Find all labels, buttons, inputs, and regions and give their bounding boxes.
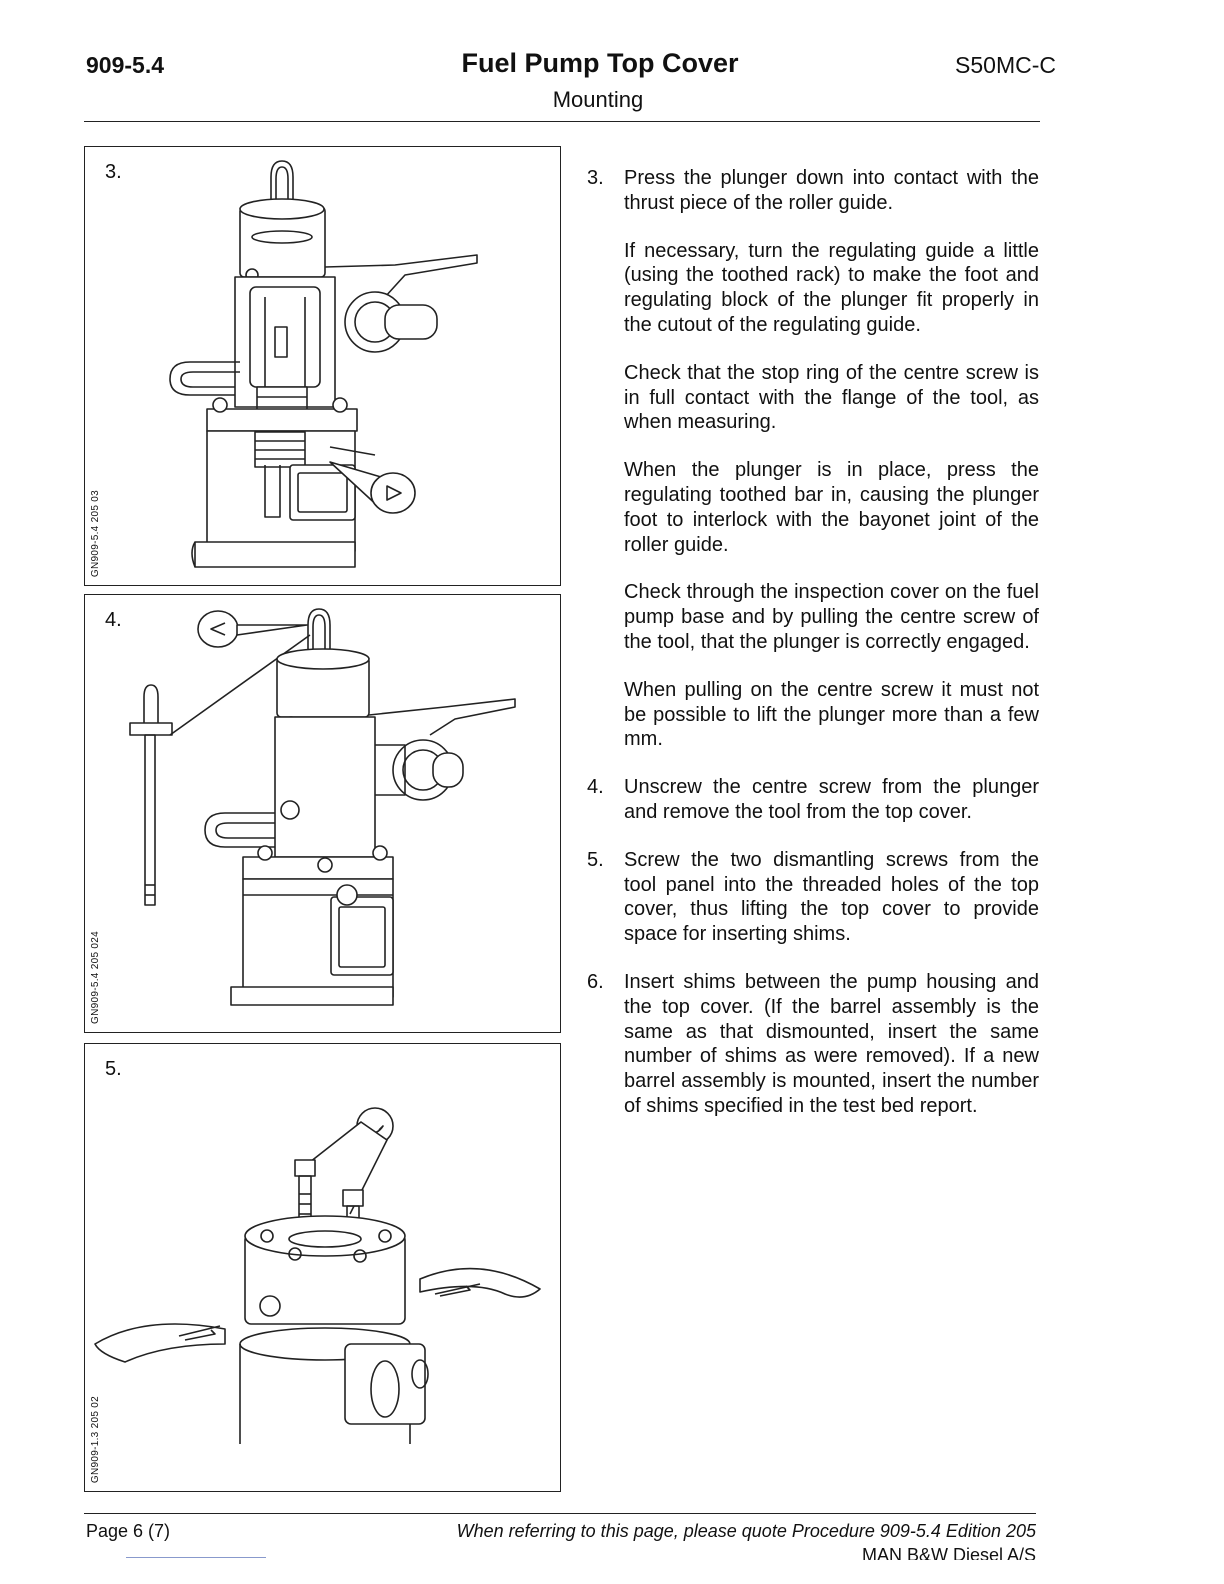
- figure-code: GN909-5.4 205 03: [90, 489, 101, 577]
- step-number: 4.: [587, 776, 604, 799]
- step-3: 3. Press the plunger down into contact w…: [587, 166, 1039, 752]
- step-paragraph: Press the plunger down into contact with…: [624, 167, 1039, 214]
- engine-type: S50MC-C: [955, 52, 1056, 78]
- figure-code: GN909-1.3 205 02: [90, 1395, 101, 1483]
- step-4: 4. Unscrew the centre screw from the plu…: [587, 775, 1039, 825]
- figure-5-drawing: [94, 1107, 541, 1444]
- step-paragraph: Check that the stop ring of the centre s…: [624, 361, 1039, 434]
- step-paragraph: Screw the two dismantling screws from th…: [624, 848, 1039, 946]
- step-paragraph: Check through the inspection cover on th…: [624, 581, 1039, 653]
- procedure-steps: 3. Press the plunger down into contact w…: [587, 166, 1039, 1142]
- figure-number: 5.: [105, 1058, 122, 1080]
- procedure-number: 909-5.4: [86, 52, 165, 78]
- figure-3-drawing: [169, 160, 478, 568]
- step-number: 6.: [587, 970, 604, 993]
- footer-reference: When referring to this page, please quot…: [456, 1521, 1036, 1541]
- figure-4-drawing: [129, 608, 516, 1006]
- step-paragraph: Unscrew the centre screw from the plunge…: [624, 776, 1039, 823]
- step-paragraph: When the plunger is in place, press the …: [624, 459, 1039, 556]
- header-divider: [84, 121, 1040, 122]
- step-paragraph: Insert shims between the pump housing an…: [624, 970, 1039, 1117]
- step-number: 5.: [587, 848, 604, 871]
- step-number: 3.: [587, 167, 604, 189]
- step-5: 5. Screw the two dismantling screws from…: [587, 848, 1039, 947]
- figure-3: 3. GN909-5.4 205 03: [84, 146, 561, 586]
- figure-4: 4. GN909-5.4 205 024: [84, 594, 561, 1033]
- step-6: 6. Insert shims between the pump housing…: [587, 970, 1039, 1119]
- page-subtitle: Mounting: [552, 87, 644, 112]
- step-paragraph: If necessary, turn the regulating guide …: [624, 239, 1039, 336]
- footer-divider: [84, 1513, 1036, 1514]
- figure-5: 5. GN909-1.3 205 02: [84, 1043, 561, 1492]
- footer-mark: [126, 1557, 266, 1558]
- figure-number: 4.: [105, 609, 122, 631]
- page-title: Fuel Pump Top Cover: [461, 48, 739, 78]
- figure-number: 3.: [105, 161, 122, 183]
- company-name: MAN B&W Diesel A/S: [861, 1545, 1036, 1560]
- figure-code: GN909-5.4 205 024: [90, 931, 101, 1024]
- step-paragraph: When pulling on the centre screw it must…: [624, 678, 1039, 751]
- page-number: Page 6 (7): [86, 1521, 171, 1541]
